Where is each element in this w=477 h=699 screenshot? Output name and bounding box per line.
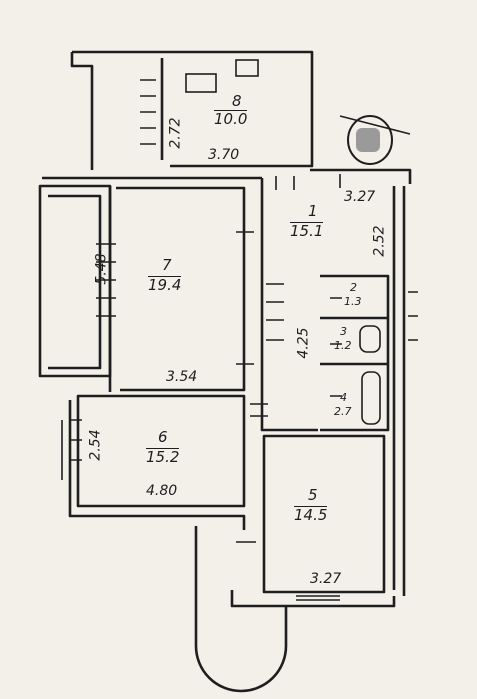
- hall-height-dim: 2.52: [371, 225, 388, 257]
- room-7-area: 19.4: [148, 276, 182, 294]
- round-column-icon: [347, 115, 393, 165]
- room-5-number: 5: [308, 486, 318, 504]
- room-2-number: 2: [350, 281, 357, 294]
- room-5-area: 14.5: [294, 506, 328, 524]
- room-6-width-dim: 4.80: [146, 483, 178, 499]
- room-8-number: 8: [232, 92, 242, 110]
- hall-width-dim: 3.27: [344, 189, 376, 205]
- room-4-number: 4: [340, 391, 347, 404]
- room-6-area: 15.2: [146, 448, 180, 466]
- room-8-area: 10.0: [214, 110, 248, 128]
- room-7-height-dim: 5.48: [93, 253, 110, 285]
- fixtures: [185, 59, 411, 425]
- room-2-area: 1.3: [344, 295, 362, 308]
- room-6-height-dim: 2.54: [87, 429, 104, 461]
- room-7-number: 7: [162, 256, 172, 274]
- room-4-area: 2.7: [334, 405, 352, 418]
- room-8-height-dim: 2.72: [167, 117, 184, 149]
- room-7-width-dim: 3.54: [166, 369, 198, 385]
- wall-tick-marks: [61, 79, 418, 601]
- exterior-walls: [38, 50, 412, 693]
- corridor-length-dim: 4.25: [295, 327, 312, 359]
- room-1-area: 15.1: [290, 222, 324, 240]
- room-1-number: 1: [308, 202, 318, 220]
- room-3-area: 1.2: [334, 339, 352, 352]
- room-6-number: 6: [158, 428, 168, 446]
- room-8-width-dim: 3.70: [208, 147, 240, 163]
- room-3-number: 3: [340, 325, 347, 338]
- room-5-width-dim: 3.27: [310, 571, 342, 587]
